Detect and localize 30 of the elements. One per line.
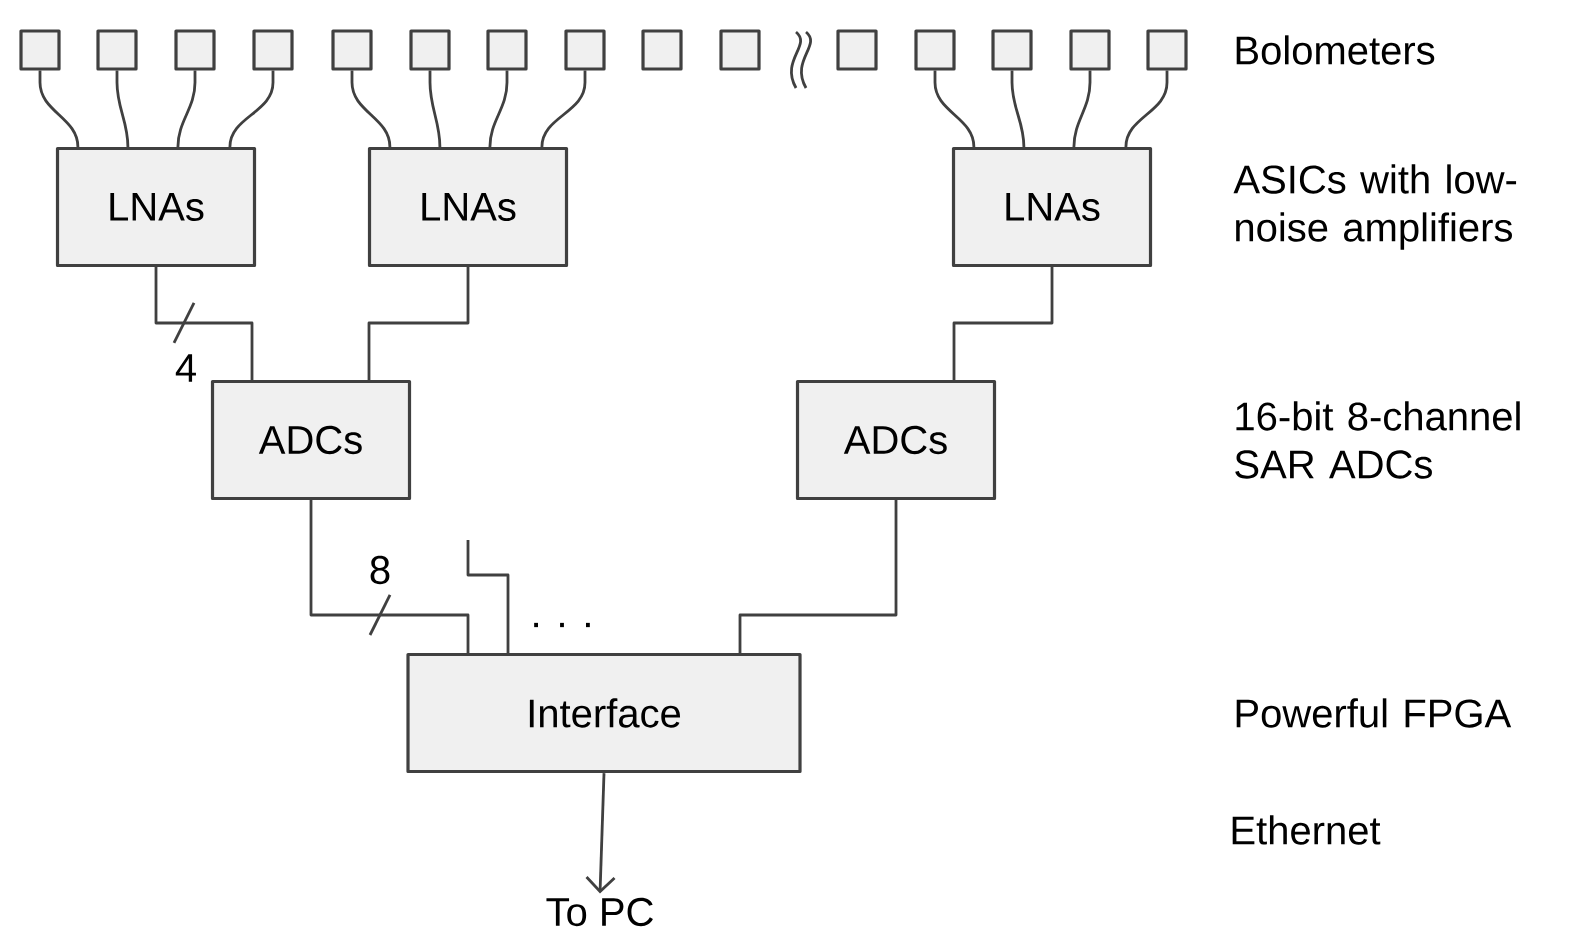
tier-label: Powerful FPGA <box>1236 698 1512 728</box>
interface-box: Interface <box>406 652 802 774</box>
bolometer-square <box>486 29 528 71</box>
bolometer-square <box>914 29 956 71</box>
block-box: LNAs <box>951 146 1153 268</box>
tier-label: Bolometers <box>1236 35 1435 65</box>
edge-label: 8 <box>370 555 390 585</box>
output-text: To PC <box>546 897 653 927</box>
bolometer-square <box>1146 29 1188 71</box>
bolometer-square <box>252 29 294 71</box>
bolometer-square <box>564 29 606 71</box>
edge-label: 4 <box>175 354 196 382</box>
bolometer-square <box>19 29 61 71</box>
bolometer-square <box>174 29 216 71</box>
tier-label: ASICs with low-noise amplifiers <box>1233 164 1517 250</box>
tier-label: Ethernet <box>1232 815 1381 845</box>
bolometer-square <box>641 29 683 71</box>
bolometer-square <box>719 29 761 71</box>
bolometer-square <box>409 29 451 71</box>
block-box: ADCs <box>795 379 997 501</box>
block-box: LNAs <box>55 146 257 268</box>
bolometer-square <box>331 29 373 71</box>
bolometer-square <box>991 29 1033 71</box>
bolometer-square <box>836 29 878 71</box>
tier-label: 16-bit 8-channel SAR ADCs <box>1235 401 1520 479</box>
block-box: LNAs <box>367 146 569 268</box>
block-box: ADCs <box>210 379 412 501</box>
bolometer-square <box>96 29 138 71</box>
ellipsis: . . . <box>534 622 590 628</box>
bolometer-square <box>1069 29 1111 71</box>
